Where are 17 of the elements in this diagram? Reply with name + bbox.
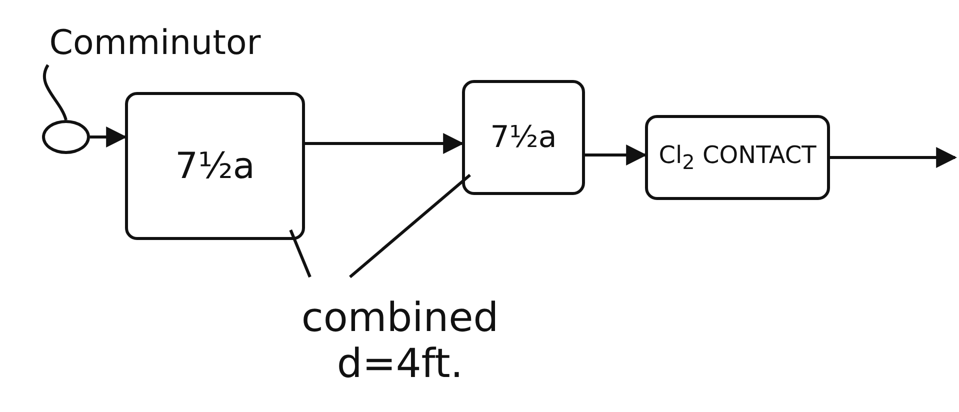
leader-line bbox=[289, 229, 312, 278]
arrow bbox=[585, 144, 648, 166]
process-box bbox=[125, 92, 305, 240]
leader-line bbox=[349, 174, 471, 278]
process-box bbox=[462, 80, 585, 195]
comminutor-circle bbox=[42, 120, 90, 154]
arrow bbox=[830, 147, 958, 168]
formula-text: d=4ft. bbox=[336, 341, 464, 387]
note-text: combined bbox=[301, 295, 499, 341]
leader-line bbox=[42, 64, 68, 120]
arrow bbox=[305, 133, 464, 154]
leader-label: Comminutor bbox=[49, 22, 261, 62]
process-box bbox=[645, 115, 830, 200]
box-label: 7½a bbox=[175, 146, 255, 186]
box-label: 7½a bbox=[490, 120, 557, 155]
arrow bbox=[90, 126, 128, 148]
box-label: Cl$_{2}$ CONTACT bbox=[658, 141, 816, 174]
